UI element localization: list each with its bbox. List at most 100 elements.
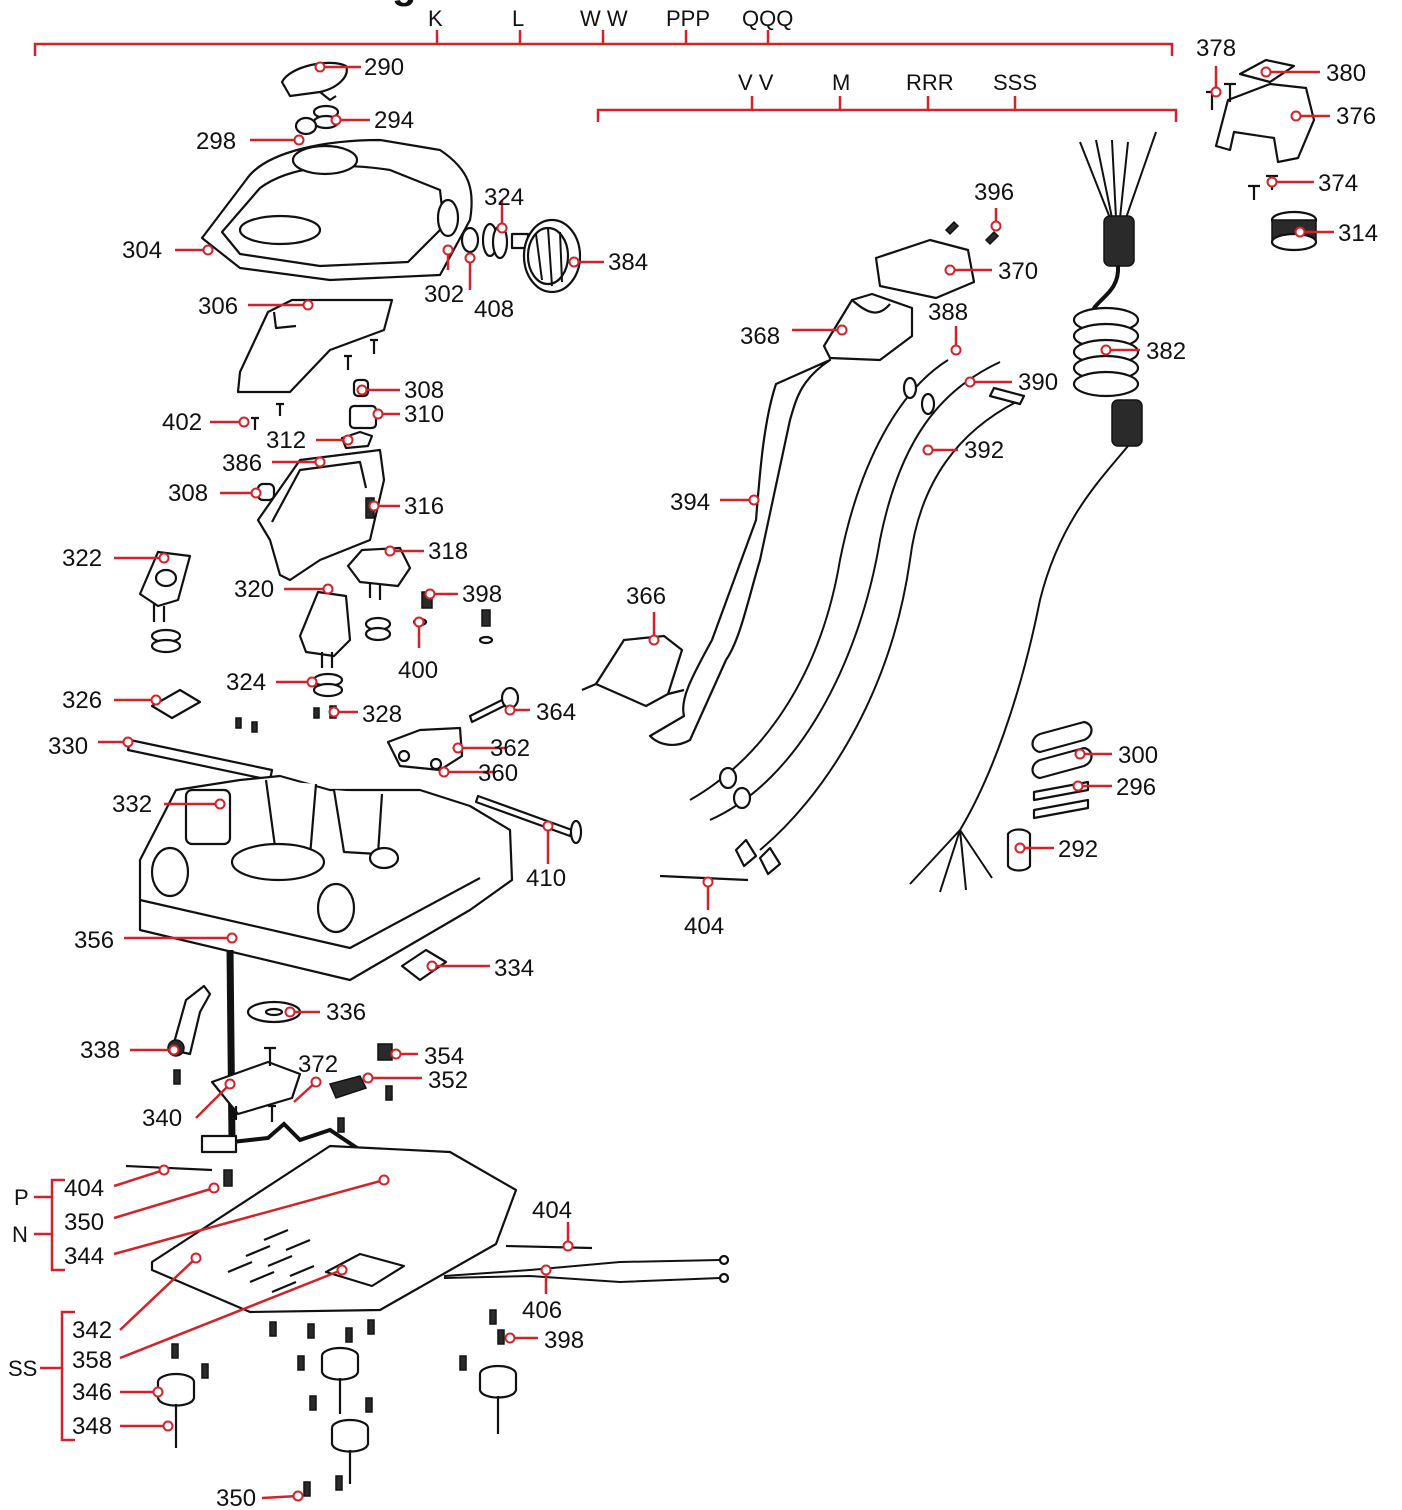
- callout-308-upper: 308: [404, 377, 444, 404]
- part-334: [400, 948, 448, 982]
- callout-304: 304: [122, 237, 162, 264]
- part-314: [1270, 210, 1318, 252]
- part-384: [510, 218, 582, 294]
- group-label-WW: W W: [580, 6, 628, 31]
- callout-396: 396: [974, 179, 1014, 206]
- part-364: [468, 686, 520, 724]
- group-label-RRR: RRR: [906, 70, 954, 95]
- callout-356: 356: [74, 927, 114, 954]
- callout-398-upper: 398: [462, 581, 502, 608]
- callout-364: 364: [536, 699, 576, 726]
- leader-dots: [122, 61, 1306, 1502]
- callout-404-left: 404: [64, 1175, 104, 1202]
- callout-386: 386: [222, 450, 262, 477]
- callout-316: 316: [404, 493, 444, 520]
- callout-366: 366: [626, 583, 666, 610]
- group-label-P: P: [14, 1185, 29, 1210]
- group-label-K: K: [428, 6, 443, 31]
- group-label-VV: V V: [738, 70, 774, 95]
- callout-296: 296: [1116, 774, 1156, 801]
- part-408: [460, 226, 480, 254]
- callout-312: 312: [266, 427, 306, 454]
- part-370: [874, 238, 976, 300]
- callout-376: 376: [1336, 103, 1376, 130]
- callout-374: 374: [1318, 170, 1358, 197]
- part-366: [594, 634, 684, 708]
- callout-406: 406: [522, 1297, 562, 1324]
- callout-344: 344: [64, 1243, 104, 1270]
- callout-336: 336: [326, 999, 366, 1026]
- callout-362: 362: [490, 735, 530, 762]
- callout-352: 352: [428, 1067, 468, 1094]
- callout-324-top: 324: [484, 184, 524, 211]
- part-320: [298, 590, 352, 658]
- part-358: [324, 1252, 406, 1288]
- callout-358: 358: [72, 1347, 112, 1374]
- callout-302: 302: [424, 281, 464, 308]
- group-label-SS: SS: [8, 1356, 37, 1381]
- part-298: [294, 116, 318, 136]
- part-350-upper: [223, 1169, 233, 1187]
- callout-392: 392: [964, 437, 1004, 464]
- part-398-screws: [171, 1309, 505, 1497]
- callout-410: 410: [526, 865, 566, 892]
- part-324-top: [481, 222, 509, 260]
- group-label-M: M: [832, 70, 850, 95]
- callout-394: 394: [670, 489, 710, 516]
- callout-370: 370: [998, 258, 1038, 285]
- callout-402: 402: [162, 409, 202, 436]
- callout-408: 408: [474, 296, 514, 323]
- part-346-feet: [156, 1346, 518, 1484]
- part-306: [236, 298, 394, 394]
- part-404-center: [659, 874, 749, 882]
- callout-346: 346: [72, 1379, 112, 1406]
- part-332: [184, 788, 232, 846]
- callout-308-lower: 308: [168, 480, 208, 507]
- callout-324-lower: 324: [226, 669, 266, 696]
- callout-360: 360: [478, 760, 518, 787]
- part-318: [346, 546, 412, 588]
- part-406: [443, 1259, 721, 1284]
- part-324-lower: [312, 672, 344, 698]
- part-352: [328, 1075, 368, 1099]
- part-372: [268, 1104, 276, 1122]
- part-340: [210, 1060, 302, 1116]
- callout-342: 342: [72, 1317, 112, 1344]
- callout-372: 372: [298, 1051, 338, 1078]
- part-302: [436, 198, 460, 238]
- part-374: [1248, 174, 1278, 200]
- part-356: [138, 774, 514, 982]
- callout-382: 382: [1146, 338, 1186, 365]
- part-362-360: [386, 726, 464, 772]
- callout-404-right: 404: [532, 1197, 572, 1224]
- callout-294: 294: [374, 107, 414, 134]
- callout-298: 298: [196, 128, 236, 155]
- part-404-right: [505, 1244, 593, 1250]
- callout-350-lower: 350: [216, 1485, 256, 1510]
- part-368: [822, 292, 914, 362]
- callout-368: 368: [740, 323, 780, 350]
- callout-numbers: 290 294 298 304 324 302 408 384 306 308 …: [48, 35, 1378, 1510]
- callout-400: 400: [398, 657, 438, 684]
- callout-340: 340: [142, 1105, 182, 1132]
- callout-332: 332: [112, 791, 152, 818]
- part-390: [709, 361, 1001, 821]
- callout-322: 322: [62, 545, 102, 572]
- part-310: [348, 404, 378, 430]
- callout-314: 314: [1338, 220, 1378, 247]
- callout-384: 384: [608, 249, 648, 276]
- part-376: [1214, 82, 1316, 164]
- callout-334: 334: [494, 955, 534, 982]
- part-392: [759, 399, 1021, 851]
- group-brackets: [33, 30, 1178, 1442]
- callout-388: 388: [928, 299, 968, 326]
- callout-350-upper: 350: [64, 1209, 104, 1236]
- parts-artwork: [125, 58, 1318, 1497]
- callout-380: 380: [1326, 60, 1366, 87]
- callout-326: 326: [62, 687, 102, 714]
- part-396: [944, 220, 1000, 246]
- part-354: [377, 1043, 393, 1061]
- callout-310: 310: [404, 401, 444, 428]
- part-326: [150, 688, 202, 720]
